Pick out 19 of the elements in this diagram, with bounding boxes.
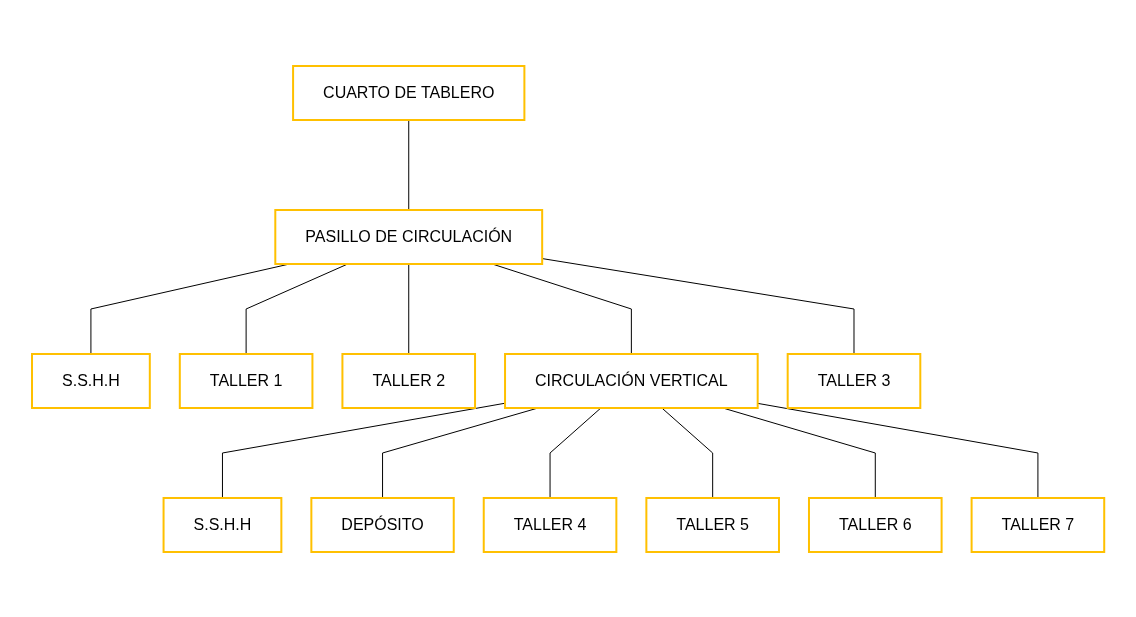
node-box: TALLER 4 xyxy=(482,496,618,553)
node-box: S.S.H.H xyxy=(162,496,283,553)
connector xyxy=(757,402,1039,498)
node-box: DEPÓSITO xyxy=(310,496,455,553)
node-box: CUARTO DE TABLERO xyxy=(291,64,526,121)
node-box: TALLER 3 xyxy=(786,352,922,409)
connector xyxy=(408,119,410,210)
connector xyxy=(408,263,410,354)
connector xyxy=(549,407,602,498)
connector xyxy=(661,407,714,498)
node-box: PASILLO DE CIRCULACIÓN xyxy=(274,208,544,265)
node-box: S.S.H.H xyxy=(30,352,151,409)
node-box: TALLER 5 xyxy=(645,496,780,553)
node-box: TALLER 6 xyxy=(807,496,943,553)
node-box: TALLER 1 xyxy=(178,352,314,409)
node-box: TALLER 7 xyxy=(970,496,1106,553)
connector xyxy=(245,263,349,354)
node-box: TALLER 2 xyxy=(341,352,476,409)
node-box: CIRCULACIÓN VERTICAL xyxy=(503,352,759,409)
